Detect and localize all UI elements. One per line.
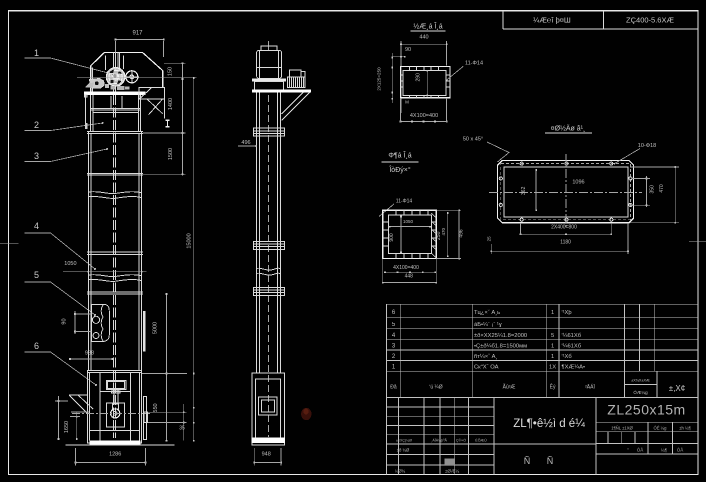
svg-text:1650: 1650 bbox=[64, 421, 70, 433]
svg-text:ÓÅ: ÓÅ bbox=[677, 447, 684, 453]
svg-text:988: 988 bbox=[85, 351, 94, 357]
svg-text:90: 90 bbox=[62, 318, 68, 324]
svg-text:Ðå: Ðå bbox=[390, 384, 397, 391]
svg-text:25: 25 bbox=[486, 236, 491, 242]
svg-text:1500: 1500 bbox=[168, 148, 174, 160]
svg-text:11-Φ14: 11-Φ14 bbox=[465, 61, 483, 67]
svg-text:ÈÕÆÚ: ÈÕÆÚ bbox=[475, 438, 487, 443]
svg-text:±h ¼¶: ±h ¼¶ bbox=[679, 425, 691, 430]
svg-text:±êXÇ(¼Ø: ±êXÇ(¼Ø bbox=[396, 439, 412, 443]
svg-text:ZL¶•ê½ì d é¼: ZL¶•ê½ì d é¼ bbox=[513, 418, 585, 430]
svg-text:ÓÅ: ÓÅ bbox=[637, 447, 644, 453]
svg-text:948: 948 bbox=[262, 452, 271, 458]
svg-text:Tц¿×ˇ A¸ь: Tц¿×ˇ A¸ь bbox=[474, 310, 500, 316]
svg-text:90: 90 bbox=[405, 47, 411, 53]
svg-text:±,X¢: ±,X¢ bbox=[669, 384, 685, 393]
svg-text:350: 350 bbox=[650, 185, 656, 194]
svg-text:²ÄÁÏ: ²ÄÁÏ bbox=[585, 384, 595, 391]
svg-text:¶ХÆ¼А•: ¶ХÆ¼А• bbox=[562, 365, 586, 371]
svg-text:Ñ: Ñ bbox=[547, 456, 554, 466]
svg-text:1286: 1286 bbox=[109, 452, 121, 458]
svg-text:2: 2 bbox=[392, 354, 396, 360]
svg-text:6: 6 bbox=[392, 310, 396, 316]
svg-text:5: 5 bbox=[392, 322, 396, 328]
svg-text:1050: 1050 bbox=[403, 219, 414, 224]
svg-text:½Æ¸á Î¸á: ½Æ¸á Î¸á bbox=[413, 22, 442, 31]
svg-text:4X100=400: 4X100=400 bbox=[393, 265, 419, 271]
svg-text:СкʺХˇ ОА: СкʺХˇ ОА bbox=[474, 364, 499, 371]
svg-text:250: 250 bbox=[436, 231, 442, 240]
svg-text:5: 5 bbox=[551, 333, 554, 339]
svg-text:ʹú ¼Ø: ʹú ¼Ø bbox=[429, 384, 442, 391]
svg-text:¤Ø½Äø â¹¸: ¤Ø½Äø â¹¸ bbox=[551, 125, 586, 133]
svg-text:15000: 15000 bbox=[187, 233, 193, 248]
svg-text:ÎòÐý×°: ÎòÐý×° bbox=[388, 165, 410, 174]
svg-text:ZÇ400-5.6XÆ: ZÇ400-5.6XÆ bbox=[626, 16, 674, 25]
svg-text:1050: 1050 bbox=[64, 261, 76, 267]
svg-text:1096: 1096 bbox=[572, 180, 584, 186]
svg-text:440: 440 bbox=[419, 34, 428, 40]
svg-text:4X100=400: 4X100=400 bbox=[410, 113, 438, 119]
svg-text:2X125=250: 2X125=250 bbox=[377, 67, 382, 91]
svg-text:1: 1 bbox=[34, 48, 39, 58]
svg-text:Ç©×Ö: Ç©×Ö bbox=[456, 439, 466, 443]
svg-text:550: 550 bbox=[153, 403, 159, 412]
svg-text:150: 150 bbox=[168, 67, 174, 76]
svg-text:5: 5 bbox=[34, 270, 39, 280]
svg-text:ʹ¼61Xб: ʹ¼61Xб bbox=[562, 342, 582, 349]
svg-text:1400: 1400 bbox=[168, 98, 174, 110]
svg-text:35: 35 bbox=[179, 426, 185, 432]
svg-text:ʹ¹Xб: ʹ¹Xб bbox=[562, 353, 573, 360]
svg-text:1¶ÑL ±1XØ: 1¶ÑL ±1XØ bbox=[611, 425, 633, 430]
svg-text:•Ç±ð¼б1.8=1500мм: •Ç±ð¼б1.8=1500мм bbox=[474, 342, 527, 349]
svg-text:±ð×XХ25¼1.8=2000: ±ð×XХ25¼1.8=2000 bbox=[474, 332, 527, 339]
svg-text:±X¾X±XÆ: ±X¾X±XÆ bbox=[631, 379, 650, 383]
svg-text:290: 290 bbox=[416, 73, 422, 82]
svg-text:470: 470 bbox=[441, 228, 446, 236]
svg-text:áБ•¼ˇ ¡ˉ ¹ɣ: áБ•¼ˇ ¡ˉ ¹ɣ bbox=[474, 322, 502, 328]
svg-text:470: 470 bbox=[659, 184, 665, 193]
svg-text:1: 1 bbox=[551, 310, 554, 316]
svg-text:448: 448 bbox=[405, 273, 414, 279]
svg-text:3: 3 bbox=[392, 343, 396, 349]
svg-text:Êý: Êý bbox=[550, 383, 556, 391]
svg-text:6: 6 bbox=[34, 341, 39, 351]
svg-text:±ð ¾Ø: ±ð ¾Ø bbox=[397, 448, 410, 453]
svg-text:¼¶: ¼¶ bbox=[661, 448, 668, 453]
svg-text:Φ¶á Î¸á: Φ¶á Î¸á bbox=[388, 151, 411, 160]
svg-text:10-Φ18: 10-Φ18 bbox=[638, 143, 656, 149]
svg-text:Ãû³Æ: Ãû³Æ bbox=[503, 384, 516, 391]
svg-text:2: 2 bbox=[34, 120, 39, 130]
svg-text:2X400=800: 2X400=800 bbox=[551, 225, 577, 231]
svg-text:M: M bbox=[405, 100, 409, 105]
svg-text:ʹ¼61Xб: ʹ¼61Xб bbox=[562, 332, 582, 339]
svg-text:1: 1 bbox=[551, 354, 554, 360]
svg-text:1: 1 bbox=[551, 343, 554, 349]
svg-text:4: 4 bbox=[392, 333, 396, 339]
svg-text:°: ° bbox=[627, 448, 629, 453]
svg-text:496: 496 bbox=[241, 140, 250, 146]
svg-text:¼Ø¾: ¼Ø¾ bbox=[395, 469, 406, 474]
svg-text:¼Æ℮î þ¤Ш: ¼Æ℮î þ¤Ш bbox=[533, 16, 571, 25]
svg-text:1: 1 bbox=[392, 365, 396, 371]
svg-text:496: 496 bbox=[458, 229, 464, 238]
svg-text:¸ÄÎÄ¼þºÅ: ¸ÄÎÄ¼þºÅ bbox=[431, 438, 447, 443]
svg-text:11-Φ14: 11-Φ14 bbox=[396, 199, 413, 205]
svg-text:ÓÆ¼g: ÓÆ¼g bbox=[633, 389, 648, 395]
svg-text:4: 4 bbox=[34, 221, 39, 231]
svg-text:Ñ: Ñ bbox=[524, 456, 531, 466]
svg-text:3: 3 bbox=[34, 151, 39, 161]
svg-text:ñт¼×ˇ A¸: ñт¼×ˇ A¸ bbox=[474, 354, 498, 360]
svg-text:ʹ¹Xþ: ʹ¹Xþ bbox=[562, 309, 572, 316]
svg-text:ÓÉ ¼g: ÓÉ ¼g bbox=[653, 425, 667, 430]
svg-text:5000: 5000 bbox=[153, 322, 159, 334]
svg-text:1180: 1180 bbox=[560, 239, 571, 245]
svg-text:917: 917 bbox=[132, 31, 143, 37]
svg-text:1X: 1X bbox=[549, 365, 556, 371]
svg-text:362: 362 bbox=[521, 186, 527, 195]
svg-text:ZL250x15m: ZL250x15m bbox=[607, 402, 685, 418]
svg-text:50 x 45°: 50 x 45° bbox=[463, 137, 483, 143]
svg-text:900: 900 bbox=[389, 233, 395, 242]
svg-text:±ØÆ¼: ±ØÆ¼ bbox=[445, 469, 459, 474]
